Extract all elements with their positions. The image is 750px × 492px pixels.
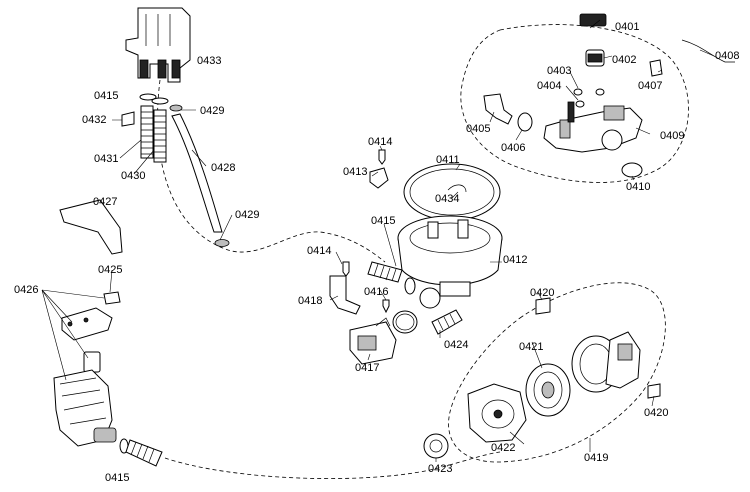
seal-ring-0415-b xyxy=(151,97,169,105)
part-label: 0401 xyxy=(615,21,640,33)
part-label: 0411 xyxy=(436,154,460,166)
screw-0414-a xyxy=(378,149,386,165)
seal-ring-0415-a xyxy=(139,93,157,101)
part-label: 0412 xyxy=(503,254,528,266)
hose-clamp-0429-b xyxy=(214,239,230,247)
part-label: 0429 xyxy=(235,209,260,221)
seal-0404 xyxy=(575,100,585,108)
part-label: 0427 xyxy=(93,196,118,208)
sump-housing-part xyxy=(397,215,503,297)
part-label: 0414 xyxy=(307,245,332,257)
screw-0416 xyxy=(382,299,390,314)
part-0401 xyxy=(579,13,607,27)
part-label: 0420 xyxy=(644,407,669,419)
ring-0406 xyxy=(517,112,533,132)
corrugated-hose-0430 xyxy=(153,109,167,163)
filter-ring-part xyxy=(403,163,501,221)
part-label: 0407 xyxy=(638,80,663,92)
part-label: 0428 xyxy=(211,162,236,174)
pump-housing-0422 xyxy=(467,383,527,443)
fitting-0425-part xyxy=(103,291,121,305)
part-label: 0416 xyxy=(364,286,389,298)
part-label: 0404 xyxy=(537,80,562,92)
part-label: 0409 xyxy=(660,130,685,142)
part-label: 0417 xyxy=(355,362,380,374)
seal-ring-0415-e xyxy=(419,287,441,309)
pump-motor-0419 xyxy=(571,331,641,393)
cover-part xyxy=(59,199,123,255)
part-label: 0418 xyxy=(298,295,323,307)
part-label: 0422 xyxy=(491,442,516,454)
part-label: 0408 xyxy=(715,50,740,62)
seal-0403 xyxy=(573,88,583,96)
sensor-0405 xyxy=(483,93,513,125)
clip-0420-a xyxy=(535,297,551,315)
manifold-0409 xyxy=(543,101,643,153)
seal-0404-b xyxy=(595,88,605,96)
drain-hose-part xyxy=(171,113,223,233)
part-label: 0432 xyxy=(82,114,107,126)
part-label: 0421 xyxy=(519,341,544,353)
screw-0414-b xyxy=(342,261,350,277)
part-label: 0419 xyxy=(584,452,609,464)
part-label: 0426 xyxy=(14,284,39,296)
impeller-0421 xyxy=(525,363,571,417)
o-ring-part xyxy=(392,310,418,334)
hose-0424-part xyxy=(431,309,463,335)
part-label: 0413 xyxy=(343,166,368,178)
part-label: 0410 xyxy=(626,181,651,193)
clip-0420-b xyxy=(647,383,661,399)
hose-clamp-0429-a xyxy=(169,104,183,112)
part-label: 0429 xyxy=(200,105,225,117)
part-label: 0433 xyxy=(197,55,222,67)
part-label: 0414 xyxy=(368,136,393,148)
clamp-0410 xyxy=(621,162,643,178)
pump-group-outline xyxy=(448,282,666,463)
leader-lines-0426 xyxy=(41,289,105,381)
corrugated-hose-0431 xyxy=(140,105,154,159)
bracket-0413-part xyxy=(369,167,389,189)
upper-right-group-outline xyxy=(460,24,689,183)
part-label: 0415 xyxy=(105,472,130,484)
part-label: 0402 xyxy=(612,54,637,66)
part-label: 0406 xyxy=(501,142,526,154)
motor-0417-part xyxy=(349,317,397,365)
leader-lines xyxy=(109,19,715,462)
clip-part xyxy=(121,111,135,127)
part-label: 0405 xyxy=(466,123,491,135)
part-label: 0423 xyxy=(428,463,453,475)
part-label: 0424 xyxy=(444,339,469,351)
part-label: 0430 xyxy=(121,170,146,182)
part-label: 0420 xyxy=(530,287,555,299)
heater-assembly-part xyxy=(53,307,117,447)
outlet-hose-part xyxy=(125,439,163,467)
part-label: 0431 xyxy=(94,153,119,165)
part-label: 0434 xyxy=(435,193,460,205)
part-0402 xyxy=(585,49,605,67)
clip-0407 xyxy=(649,59,663,77)
part-label: 0425 xyxy=(98,264,123,276)
drain-hose-route-line xyxy=(157,79,386,263)
part-label: 0415 xyxy=(94,90,119,102)
part-label: 0415 xyxy=(371,215,396,227)
bracket-0418-part xyxy=(329,275,361,315)
seal-0423 xyxy=(423,433,449,459)
outlet-hose-route-line xyxy=(164,451,501,479)
part-label: 0403 xyxy=(547,65,572,77)
upper-spray-unit-part xyxy=(125,7,191,83)
seal-ring-0415-d xyxy=(404,277,416,295)
wire-0408 xyxy=(681,39,735,63)
inlet-bellows-part xyxy=(367,261,403,283)
